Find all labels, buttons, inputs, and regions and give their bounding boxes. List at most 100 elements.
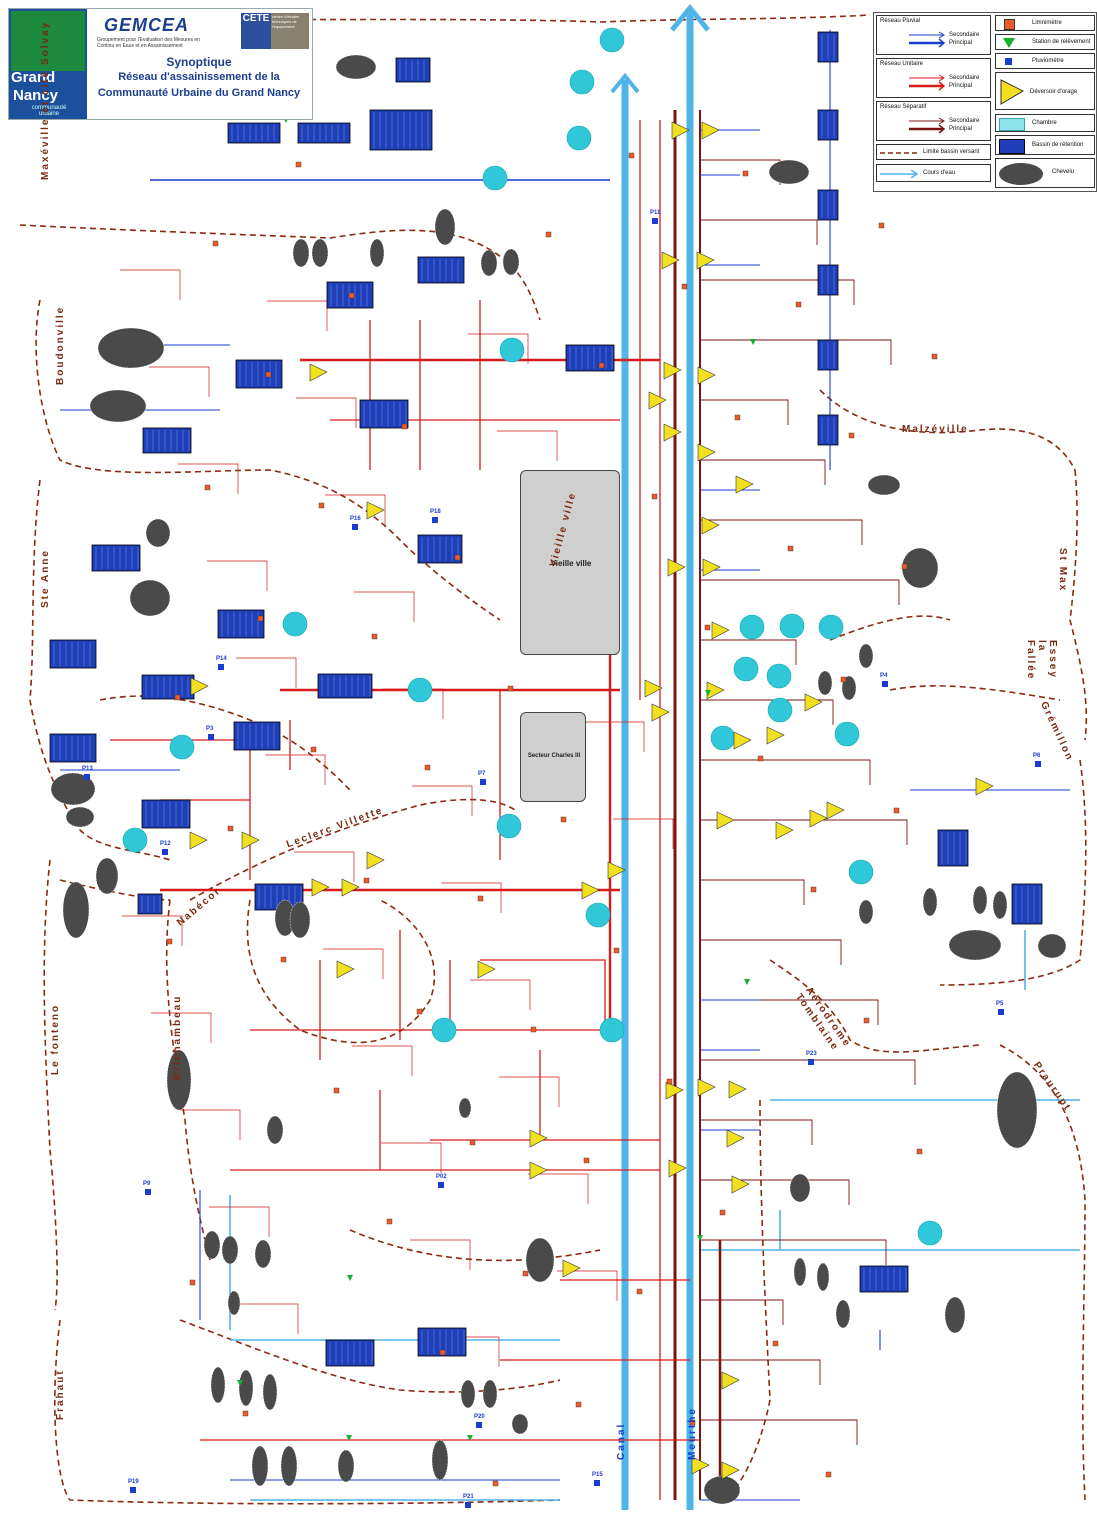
rain-gauge-label-10: P5	[996, 1001, 1004, 1007]
limnimeter-27	[811, 887, 816, 892]
zone-maxeville: Maxéville et cité Solvay	[40, 21, 51, 180]
unitaire-branch-13	[497, 431, 557, 461]
rain-gauge-17	[465, 1502, 471, 1508]
limnimeter-38	[614, 948, 619, 953]
chamber-15	[819, 615, 843, 639]
unitaire-branch-9	[381, 1143, 441, 1173]
legend-unitaire: Réseau Unitaire Secondaire Principal	[876, 58, 991, 98]
chambre-icon	[999, 118, 1025, 131]
separatif-branch-20	[700, 1360, 820, 1385]
chevelu-48	[512, 1414, 528, 1434]
chamber-9	[497, 814, 521, 838]
chevelu-1	[98, 328, 164, 368]
limnimeter-3	[319, 503, 324, 508]
limnimeter-12	[796, 302, 801, 307]
chevelu-37	[228, 1291, 240, 1315]
limnimeter-15	[175, 695, 180, 700]
legend-separatif-arrows-icon	[907, 116, 947, 136]
unitaire-branch-31	[499, 1077, 559, 1107]
chevelu-50	[281, 1446, 297, 1486]
chevelu-39	[794, 1258, 806, 1286]
overflow-weir-29	[810, 810, 827, 827]
chevelu-45	[263, 1374, 277, 1410]
overflow-weir-11	[712, 622, 729, 639]
chevelu-3	[435, 209, 455, 245]
overflow-weir-31	[976, 778, 993, 795]
limnimeter-51	[523, 1271, 528, 1276]
chevelu-11	[146, 519, 170, 547]
rain-gauge-4	[218, 664, 224, 670]
chamber-21	[849, 860, 873, 884]
chamber-4	[500, 338, 524, 362]
separatif-branch-16	[700, 1120, 812, 1145]
chevelu-43	[211, 1367, 225, 1403]
limnimeter-4	[372, 634, 377, 639]
limnimeter-11	[743, 171, 748, 176]
logo-line2: Nancy	[13, 87, 58, 104]
chevelu-40	[817, 1263, 829, 1291]
limnimeter-29	[917, 1149, 922, 1154]
retention-basin-23	[860, 1266, 908, 1292]
overflow-weir-43	[722, 1462, 739, 1479]
limnimeter-9	[637, 1289, 642, 1294]
overflow-weir-32	[805, 694, 822, 711]
overflow-weir-34	[698, 1079, 715, 1096]
limnimeter-16	[228, 826, 233, 831]
limnimeter-32	[296, 162, 301, 167]
zone-malzeville: Malzéville	[902, 424, 969, 435]
overflow-weir-16	[697, 252, 714, 269]
chevelu-28	[1038, 934, 1066, 958]
chevelu-19	[96, 858, 118, 894]
rain-gauge-label-14: P20	[474, 1414, 485, 1420]
limnimeter-36	[508, 686, 513, 691]
zone-frahaut: Frahaut	[55, 1369, 66, 1420]
limnimeter-42	[826, 1472, 831, 1477]
rain-gauge-10	[998, 1009, 1004, 1015]
chevelu-27	[949, 930, 1001, 960]
unitaire-branch-7	[323, 949, 383, 979]
limnimeter-13	[849, 433, 854, 438]
separatif-branch-10	[700, 760, 870, 785]
limnimeter-5	[425, 765, 430, 770]
chevelu-51	[338, 1450, 354, 1482]
pumping-station-1	[750, 339, 756, 345]
watershed-boundary-15	[720, 1100, 770, 1505]
overflow-weir-4	[478, 961, 495, 978]
overflow-weir-42	[722, 1372, 739, 1389]
limnimeter-28	[864, 1018, 869, 1023]
separatif-branch-6	[700, 520, 862, 545]
unitaire-main-5	[480, 960, 605, 1030]
retention-basin-14	[142, 675, 194, 699]
retention-basin-9	[566, 345, 614, 371]
chevelu-26	[993, 891, 1007, 919]
watershed-boundary-20	[100, 696, 350, 790]
overflow-weir-30	[827, 802, 844, 819]
chamber-12	[600, 1018, 624, 1042]
rain-gauge-2	[432, 517, 438, 523]
separatif-branch-5	[700, 460, 825, 485]
legend-separatif: Réseau Séparatif Secondaire Principal	[876, 101, 991, 141]
unitaire-branch-1	[149, 367, 209, 397]
chevelu-23	[859, 900, 873, 924]
page-subtitle-1: Réseau d'assainissement de la	[89, 71, 309, 83]
rain-gauge-0	[652, 218, 658, 224]
chevelu-13	[902, 548, 938, 588]
unitaire-branch-4	[236, 658, 296, 688]
legend-pluvial: Réseau Pluvial Secondaire Principal	[876, 15, 991, 55]
separatif-branch-4	[700, 400, 788, 425]
page-title: Synoptique	[89, 55, 309, 69]
legend-limite: Limite bassin versant	[876, 144, 991, 160]
limnimeter-50	[470, 1140, 475, 1145]
legend-cours-eau: Cours d'eau	[876, 164, 991, 182]
overflow-weir-2	[191, 678, 208, 695]
limnimeter-59	[167, 939, 172, 944]
chamber-19	[711, 726, 735, 750]
chevelu-12	[130, 580, 170, 616]
rain-gauge-label-18: P7	[478, 771, 486, 777]
overflow-weir-28	[776, 822, 793, 839]
zone-ste-anne: Ste Anne	[40, 549, 51, 608]
chevelu-0	[336, 55, 376, 79]
legend-unitaire-secondary: Secondaire	[949, 75, 979, 81]
overflow-weir-21	[698, 444, 715, 461]
header-panel: Grand Nancy communauté urbaine GEMCEA Gr…	[8, 8, 313, 120]
